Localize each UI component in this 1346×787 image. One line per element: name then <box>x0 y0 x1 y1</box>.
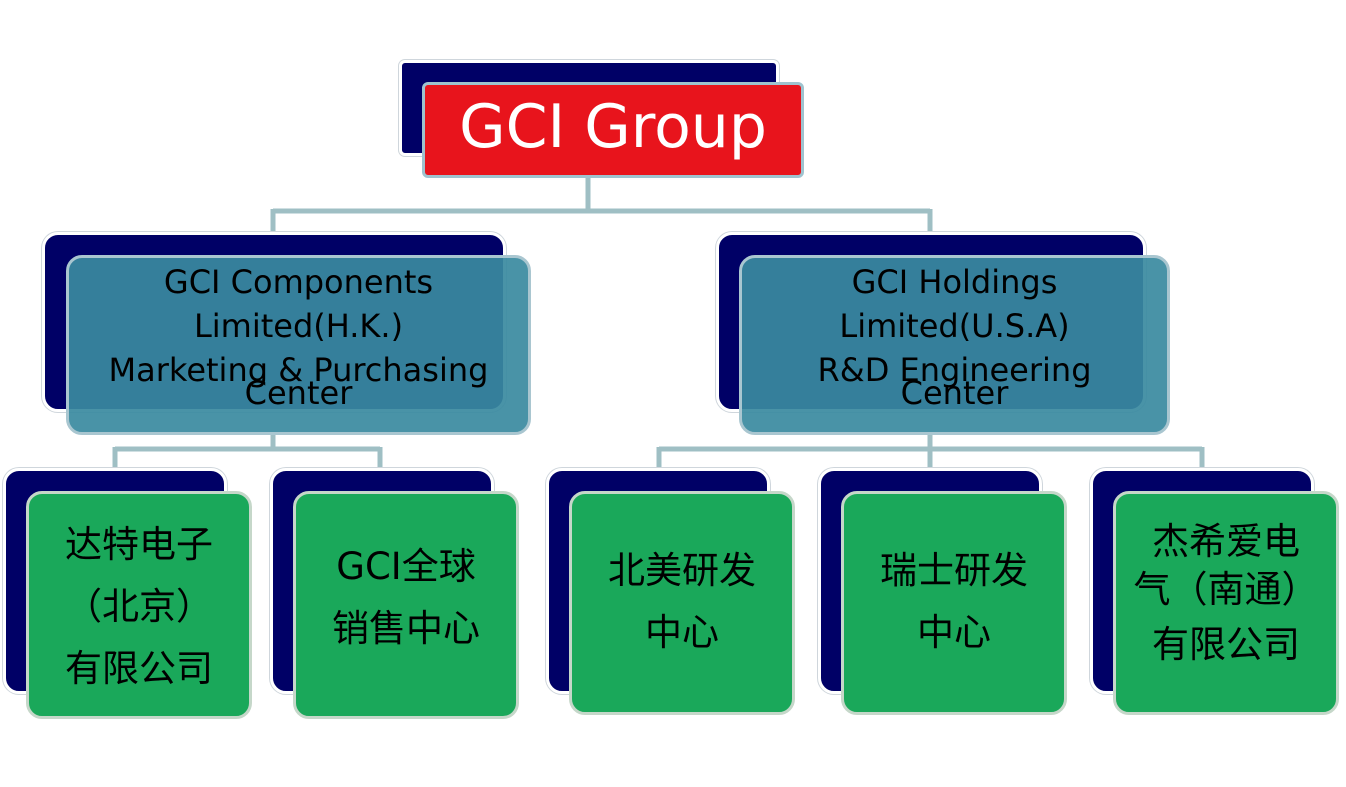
leaf-jxa-nantong-node[interactable]: 杰希爱电 气（南通） 有限公司 <box>1113 491 1339 715</box>
root-node-title: GCI Group <box>459 92 767 162</box>
leaf-jxa-nantong-line-3: 有限公司 <box>1152 623 1300 666</box>
division-usa-line-3: R&D Engineering <box>817 351 1092 389</box>
leaf-dart-beijing-node[interactable]: 达特电子 （北京） 有限公司 <box>26 491 252 719</box>
leaf-global-sales-line-1: GCI全球 <box>336 536 475 598</box>
division-usa-line-4: Center <box>900 374 1009 412</box>
leaf-global-sales-node[interactable]: GCI全球 销售中心 <box>293 491 519 719</box>
root-node[interactable]: GCI Group <box>422 82 804 178</box>
leaf-global-sales-line-2: 销售中心 <box>332 607 480 650</box>
leaf-north-america-rd-line-2: 中心 <box>645 611 719 654</box>
leaf-swiss-rd-line-2: 中心 <box>917 611 991 654</box>
leaf-north-america-rd-line-1: 北美研发 <box>608 549 756 592</box>
leaf-jxa-nantong-line-2: 气（南通） <box>1133 568 1319 611</box>
leaf-dart-beijing-line-3: 有限公司 <box>65 647 213 690</box>
leaf-global-sales-rest: 全球 <box>401 545 476 588</box>
leaf-dart-beijing-line-1: 达特电子 <box>65 523 213 566</box>
division-usa-node[interactable]: GCI Holdings Limited(U.S.A) R&D Engineer… <box>739 255 1170 435</box>
division-hk-line-4: Center <box>244 374 353 412</box>
division-usa-line-1: GCI Holdings <box>851 263 1058 301</box>
leaf-jxa-nantong-line-1: 杰希爱电 <box>1152 520 1300 563</box>
division-hk-line-2: Limited(H.K.) <box>193 307 404 345</box>
division-hk-line-1: GCI Components <box>163 263 434 301</box>
leaf-swiss-rd-node[interactable]: 瑞士研发 中心 <box>841 491 1067 715</box>
division-hk-node[interactable]: GCI Components Limited(H.K.) Marketing &… <box>66 255 531 435</box>
leaf-global-sales-latin: GCI <box>336 545 402 588</box>
leaf-north-america-rd-node[interactable]: 北美研发 中心 <box>569 491 795 715</box>
division-usa-line-2: Limited(U.S.A) <box>839 307 1070 345</box>
leaf-dart-beijing-line-2: （北京） <box>65 585 213 628</box>
division-hk-line-3: Marketing & Purchasing <box>108 351 489 389</box>
leaf-swiss-rd-line-1: 瑞士研发 <box>880 549 1028 592</box>
